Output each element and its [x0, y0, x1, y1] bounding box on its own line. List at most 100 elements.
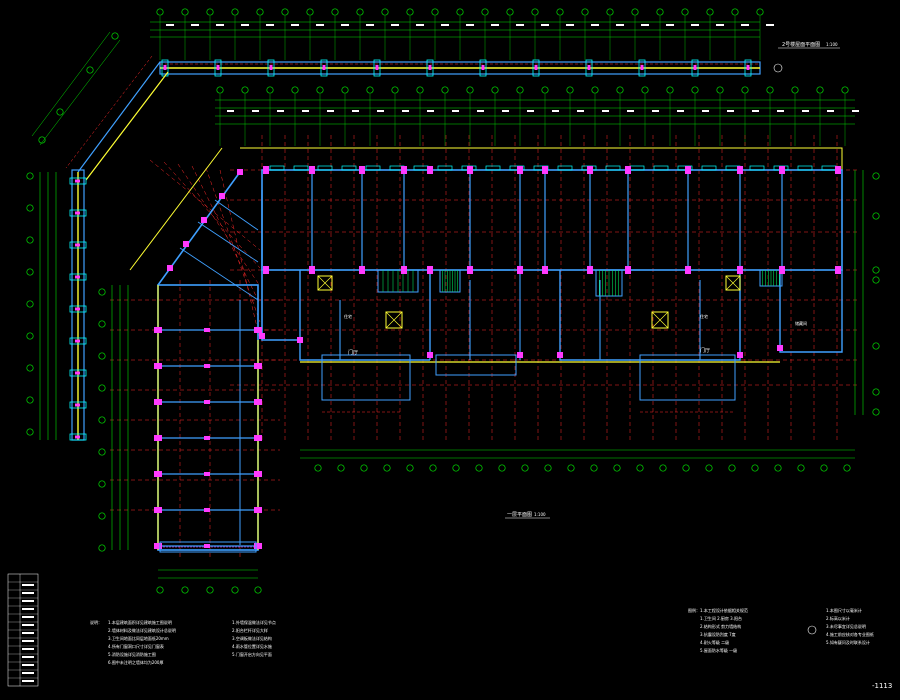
legend-entry-mark [22, 672, 34, 674]
axis-bubble [256, 8, 264, 16]
axis-line-diag [191, 165, 261, 305]
notes-mid-line-0: 1.外墙保温做法详见节点 [232, 619, 276, 625]
inset-dimension-ticks [159, 16, 774, 60]
axis-bubble [416, 86, 424, 94]
column [685, 166, 691, 174]
wing-column [204, 328, 210, 332]
wing-column [254, 435, 262, 441]
dim-text-mark [452, 110, 459, 112]
axis-bubble [581, 8, 589, 16]
legend-table [7, 573, 39, 687]
axis-bubble [506, 8, 514, 16]
dim-text-mark [416, 24, 424, 26]
inset-vcolumn [69, 305, 87, 313]
column [542, 266, 548, 274]
inset-vcolumn-core [75, 403, 80, 407]
axis-bubble [241, 86, 249, 94]
dim-text-mark [552, 110, 559, 112]
stairs-and-elevators [317, 269, 783, 329]
inset-scale: 1:100 [826, 42, 838, 47]
column [309, 266, 315, 274]
column [777, 345, 783, 351]
notes-far-right-line-3: 4.施工前应核对各专业图纸 [826, 631, 874, 637]
wing-column [204, 400, 210, 404]
hall-label-left: 门厅 [348, 349, 358, 356]
dim-text-mark [541, 24, 549, 26]
plan-title: 一层平面图 [507, 512, 532, 518]
axis-bubble [314, 464, 322, 472]
column [263, 266, 269, 274]
plan-scale: 1:100 [534, 512, 546, 517]
axis-bubble [531, 8, 539, 16]
legend-entry-mark [22, 640, 34, 642]
column [517, 166, 523, 174]
axis-bubble [766, 86, 774, 94]
axis-bubble [111, 32, 119, 40]
column [685, 266, 691, 274]
inset-vcolumn [69, 177, 87, 185]
window [485, 165, 501, 171]
axis-bubble [254, 586, 262, 594]
axis-bubble [98, 544, 106, 552]
wing-column [254, 543, 262, 549]
axis-bubble [681, 8, 689, 16]
notes-right-line-0: 图例：1.本工程设计依据相关规范 [688, 607, 748, 613]
inset-column [532, 59, 540, 77]
dim-text-mark [377, 110, 384, 112]
inset-vcolumn-core [75, 371, 80, 375]
window [437, 165, 453, 171]
inset-column [267, 59, 275, 77]
column [542, 166, 548, 174]
window [269, 165, 285, 171]
axis-bubble [691, 86, 699, 94]
axis-bubble [498, 464, 506, 472]
column [359, 266, 365, 274]
elevator-cross [651, 311, 669, 329]
dim-text-mark [652, 110, 659, 112]
column [835, 266, 841, 274]
axis-bubble [360, 464, 368, 472]
wing-column [204, 544, 210, 548]
notes-left-block: 说明： 1.本层建筑面积详见建筑施工图说明 2.墙体材料及做法详见建筑设计总说明… [90, 619, 176, 665]
axis-bubble [466, 86, 474, 94]
dim-text-mark [316, 24, 324, 26]
axis-bubble [556, 8, 564, 16]
notes-mid-line-1: 2.阳台栏杆详见大样 [232, 627, 268, 633]
axis-bubble [516, 86, 524, 94]
axis-bubble [872, 276, 880, 284]
axis-bubble [636, 464, 644, 472]
dim-text-mark [641, 24, 649, 26]
dim-text-mark [741, 24, 749, 26]
axis-bubble [429, 464, 437, 472]
dim-text-mark [827, 110, 834, 112]
dim-text-mark [627, 110, 634, 112]
axis-bubble [659, 464, 667, 472]
structural-columns [167, 166, 841, 358]
axis-line-diag [163, 161, 261, 269]
axis-bubble [406, 8, 414, 16]
axis-bubble [872, 212, 880, 220]
column [587, 266, 593, 274]
window [557, 165, 573, 171]
legend-entry-mark [22, 680, 34, 682]
inset-column-core [163, 65, 167, 70]
axis-bubble [56, 108, 64, 116]
inset-vertical-columns [69, 177, 87, 441]
axis-bubble [872, 172, 880, 180]
notes-left-line-4: 5.消防设施详见消防施工图 [108, 651, 156, 657]
axis-bubble [705, 464, 713, 472]
inset-column [373, 59, 381, 77]
inset-column-core [216, 65, 220, 70]
axis-bubble [816, 86, 824, 94]
window [701, 165, 717, 171]
window [797, 165, 813, 171]
axis-bubble [206, 586, 214, 594]
legend-entry-mark [22, 664, 34, 666]
elevator-cross [385, 311, 403, 329]
axis-bubble [86, 66, 94, 74]
window [749, 165, 765, 171]
dim-text-mark [727, 110, 734, 112]
column [401, 266, 407, 274]
inset-vcolumn-core [75, 243, 80, 247]
column [737, 266, 743, 274]
